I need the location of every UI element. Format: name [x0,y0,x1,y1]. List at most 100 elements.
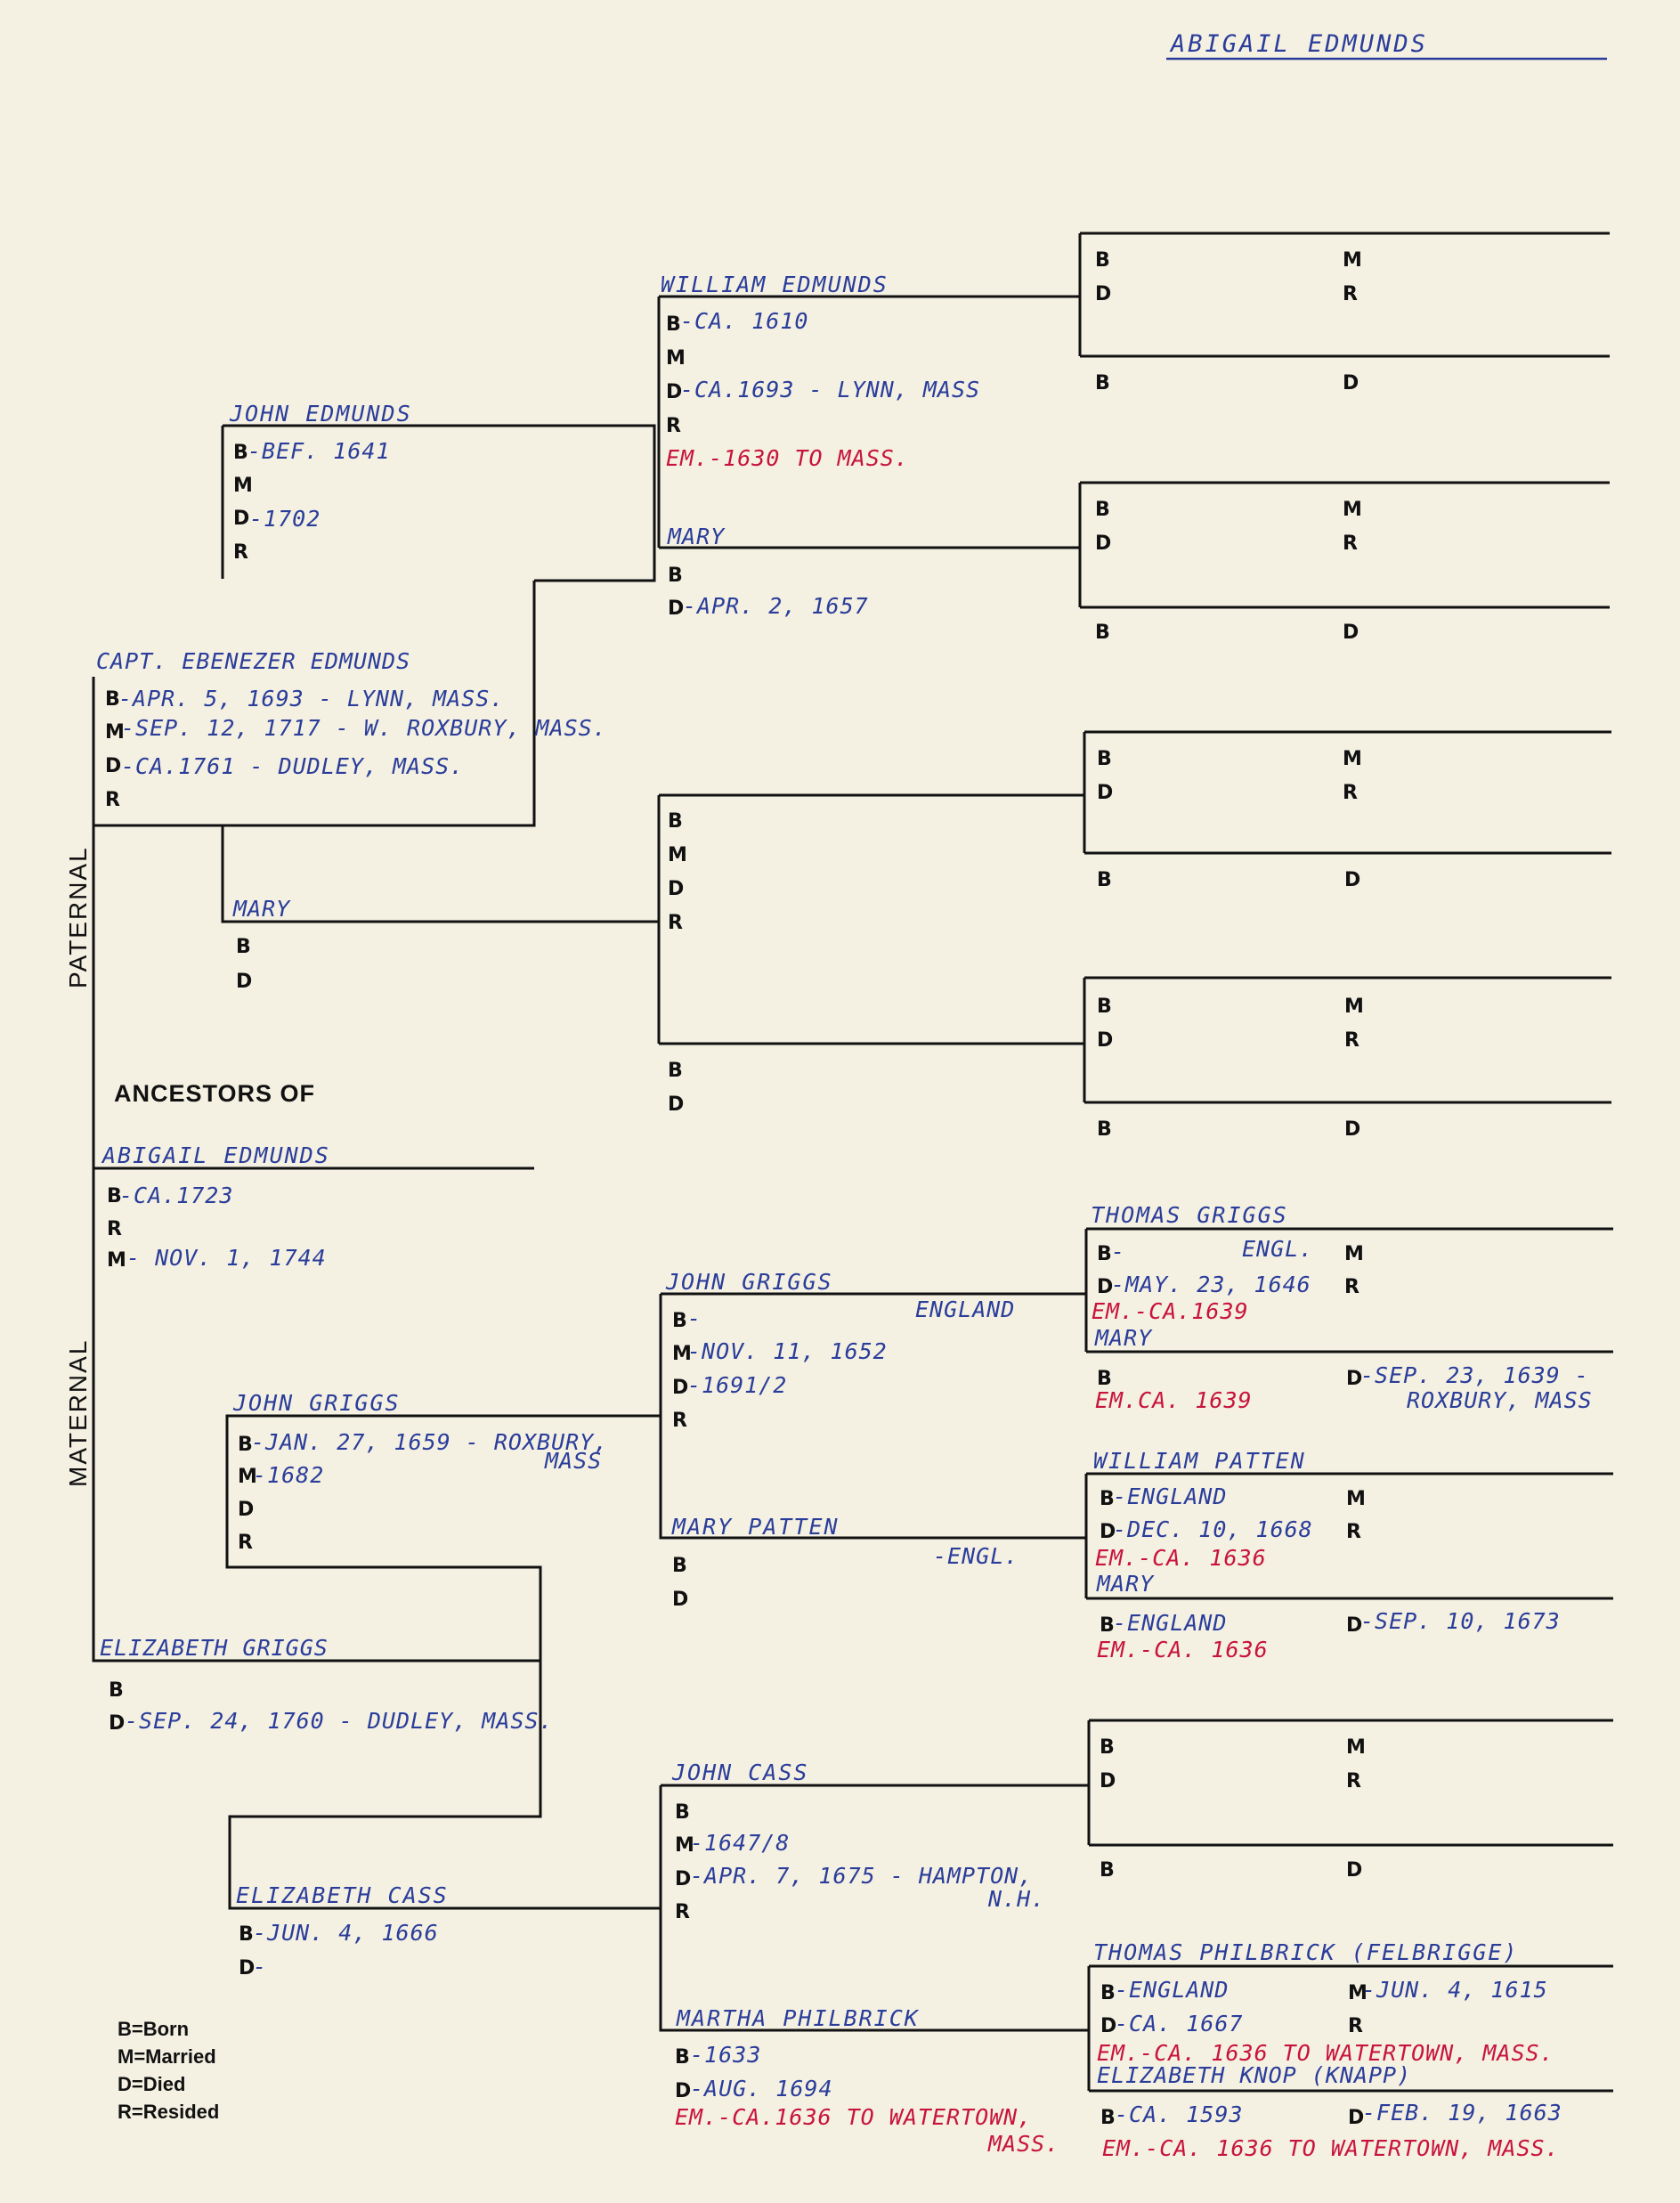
g5-2w-b-label: B [1095,622,1110,644]
c1-wife-emigration: EM.CA. 1639 [1095,1387,1253,1413]
d-married: -1647/8 [690,1830,791,1856]
mf-b-label: B [238,1434,253,1456]
legend-born: B=Born [118,2018,190,2040]
father-m-label: M [105,721,125,744]
a-m-label: M [666,347,686,370]
c2-name: WILLIAM PATTEN [1093,1448,1306,1474]
g5-4-m-label: M [1344,996,1364,1018]
pf-death: -1702 [249,506,321,532]
mf-m-label: M [238,1466,257,1488]
c1-d-label: D [1097,1276,1114,1298]
d2-wife-d-label: D [1348,2107,1365,2129]
g5-3-b-label: B [1097,748,1112,770]
legend-married: M=Married [118,2045,216,2068]
a-wife-b-label: B [668,565,683,587]
g5-2-d-label: D [1095,532,1112,555]
d-d-label: D [675,1868,692,1890]
d2-name: THOMAS PHILBRICK (FELBRIGGE) [1093,1939,1519,1965]
c2-emigration: EM.-CA. 1636 [1095,1545,1267,1571]
legend-died: D=Died [118,2073,186,2095]
mf-r-label: R [238,1532,253,1554]
d2-d-label: D [1100,2015,1117,2037]
a-emigration: EM.-1630 TO MASS. [666,445,909,471]
g5-2-b-label: B [1095,499,1110,521]
g5-1w-d-label: D [1343,372,1359,394]
d-wife-death: -AUG. 1694 [690,2076,833,2101]
mf-birth: -JAN. 27, 1659 - ROXBURY, [251,1429,609,1455]
father-d-label: D [105,755,122,777]
g5-3-m-label: M [1343,748,1362,770]
mother-d-label: D [109,1712,126,1735]
mm-death: - [253,1954,268,1979]
g5-4-b-label: B [1097,996,1112,1018]
c-d-label: D [672,1377,689,1399]
mm-birth: -JUN. 4, 1666 [253,1920,439,1946]
mf-married: -1682 [253,1462,325,1488]
c-b-label: B [672,1310,687,1332]
d-r-label: R [675,1901,690,1923]
c1-name: THOMAS GRIGGS [1091,1202,1288,1228]
g5-3w-b-label: B [1097,869,1112,891]
g5-1-b-label: B [1095,249,1110,272]
a-wife-d-label: D [668,597,685,620]
header-name: ABIGAIL EDMUNDS [1171,30,1428,58]
mf-birth-place: MASS [545,1448,603,1474]
b-wife-b-label: B [668,1060,683,1082]
d2-r-label: R [1348,2015,1363,2037]
c-married: -NOV. 11, 1652 [687,1338,888,1364]
c1-wife-d-label: D [1346,1368,1363,1390]
g5-1-m-label: M [1343,249,1362,272]
a-birth: -CA. 1610 [680,308,809,334]
a-death: -CA.1693 - LYNN, MASS [680,377,981,402]
d-death: -APR. 7, 1675 - HAMPTON, [690,1863,1034,1889]
pf-d-label: D [233,508,250,530]
g5-1-d-label: D [1095,283,1112,305]
pf-birth: -BEF. 1641 [248,438,391,464]
g5-4-d-label: D [1097,1029,1114,1052]
c-name: JOHN GRIGGS [666,1269,833,1295]
c-r-label: R [672,1410,687,1432]
pm-d-label: D [236,971,253,993]
g5-7-r-label: R [1346,1770,1361,1792]
g5-4w-b-label: B [1097,1118,1112,1141]
g5-4-r-label: R [1344,1029,1359,1052]
c2-birth: -ENGLAND [1113,1484,1228,1509]
c-birth: - [687,1305,702,1331]
g5-1-r-label: R [1343,283,1358,305]
a-b-label: B [666,313,681,336]
a-d-label: D [666,381,683,403]
d-wife-b-label: B [675,2046,690,2069]
c1-wife-death-place: ROXBURY, MASS [1407,1387,1593,1413]
c-wife-name: MARY PATTEN [672,1514,840,1540]
a-wife-name: MARY [668,524,726,549]
b-m-label: M [668,844,687,866]
c1-wife-name: MARY [1095,1325,1153,1351]
pf-m-label: M [233,475,253,497]
c-wife-birth-place: -ENGL. [933,1543,1019,1569]
c2-wife-name: MARY [1097,1571,1155,1597]
c1-b-label: B [1097,1243,1112,1265]
mother-b-label: B [109,1679,124,1702]
d-wife-emigration-2: MASS. [988,2131,1060,2157]
c1-death: -MAY. 23, 1646 [1111,1272,1311,1297]
d-wife-name: MARTHA PHILBRICK [677,2005,920,2031]
subject-birth: -CA.1723 [119,1183,234,1208]
g5-2-m-label: M [1343,499,1362,521]
d2-m-label: M [1348,1982,1368,2004]
mm-b-label: B [239,1923,254,1946]
father-b-label: B [105,688,120,711]
c-m-label: M [672,1343,692,1365]
c-wife-b-label: B [672,1555,687,1577]
paternal-label: PATERNAL [64,846,92,988]
mother-name: ELIZABETH GRIGGS [100,1635,329,1661]
c2-wife-b-label: B [1100,1614,1115,1637]
father-r-label: R [105,789,120,811]
d2-birth: -ENGLAND [1115,1977,1230,2003]
b-wife-d-label: D [668,1093,685,1116]
a-r-label: R [666,415,681,437]
c2-death: -DEC. 10, 1668 [1113,1516,1313,1542]
c1-birth: - [1111,1239,1126,1264]
g5-2-r-label: R [1343,532,1358,555]
mf-name: JOHN GRIGGS [233,1390,401,1416]
d2-wife-name: ELIZABETH KNOP (KNAPP) [1097,2062,1412,2088]
